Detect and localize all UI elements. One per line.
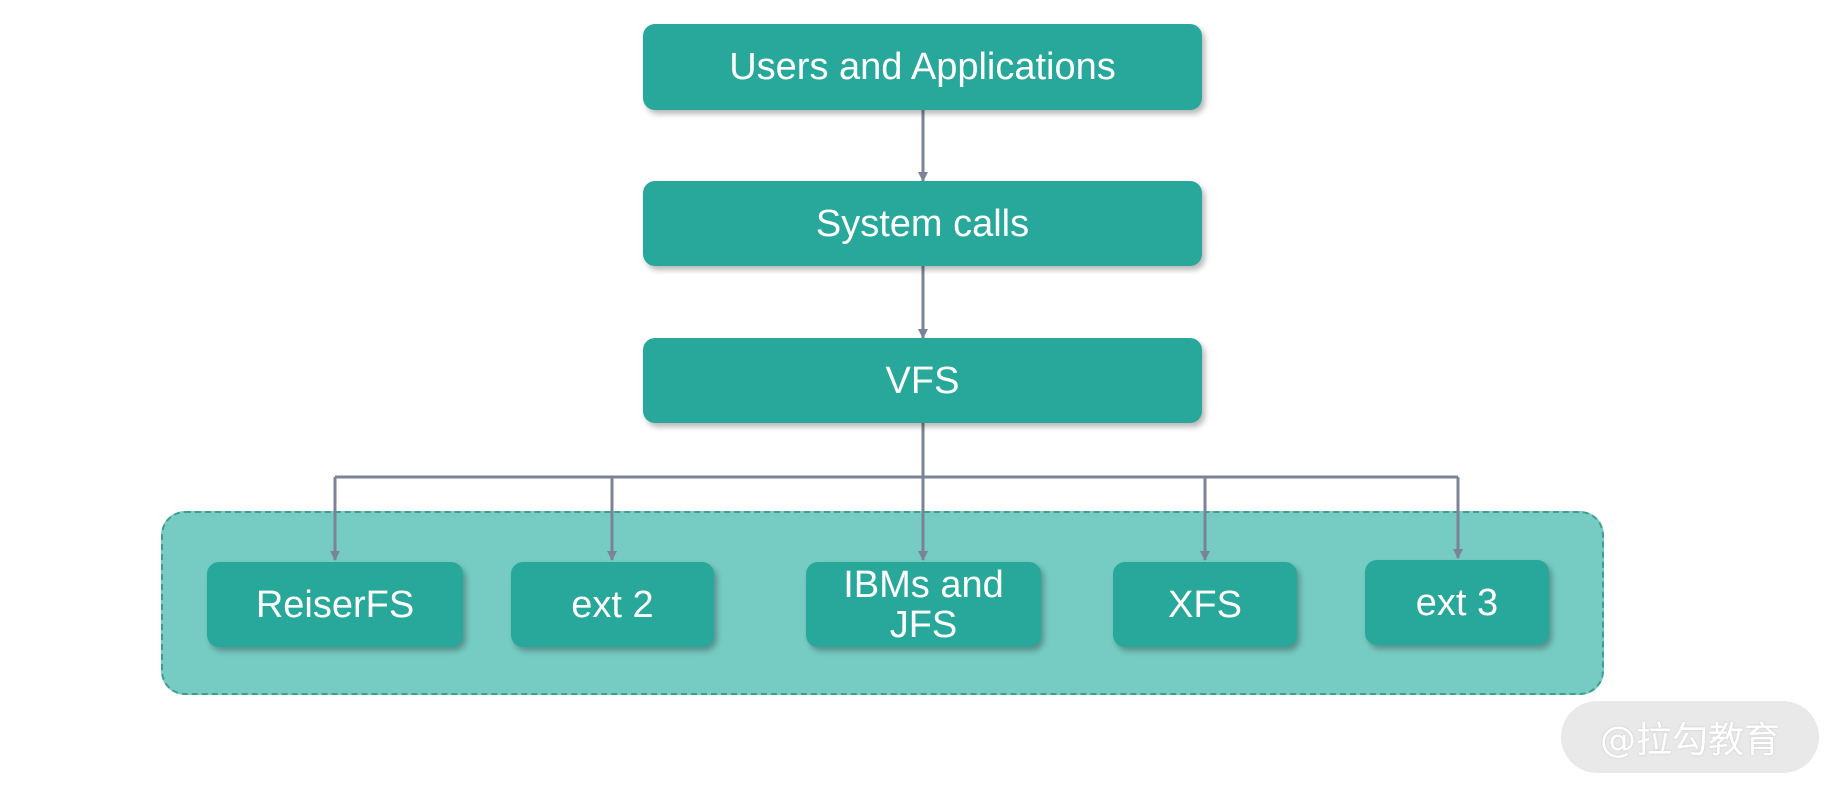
fs-box-ext2[interactable]: ext 2 [511,562,714,647]
users-applications-label: Users and Applications [729,46,1116,88]
fs-label-xfs: XFS [1168,583,1242,626]
fs-label-ext2: ext 2 [571,583,654,626]
fs-label-ibm-jfs: IBMs and JFS [843,563,1004,646]
vfs-box[interactable]: VFS [643,338,1202,423]
system-calls-label: System calls [815,202,1030,245]
system-calls-box[interactable]: System calls [643,181,1202,266]
fs-label-reiserfs: ReiserFS [255,583,415,626]
watermark-text: @拉勾教育 [1599,720,1780,761]
fs-box-ext3[interactable]: ext 3 [1365,560,1549,645]
fs-box-xfs[interactable]: XFS [1113,562,1297,647]
vfs-label: VFS [885,359,960,402]
fs-box-reiserfs[interactable]: ReiserFS [207,562,463,647]
fs-box-ibm-jfs[interactable]: IBMs and JFS [806,562,1041,647]
watermark-badge: @拉勾教育 [1561,701,1819,773]
users-applications-box[interactable]: Users and Applications [643,24,1202,110]
fs-label-ext3: ext 3 [1415,581,1499,624]
